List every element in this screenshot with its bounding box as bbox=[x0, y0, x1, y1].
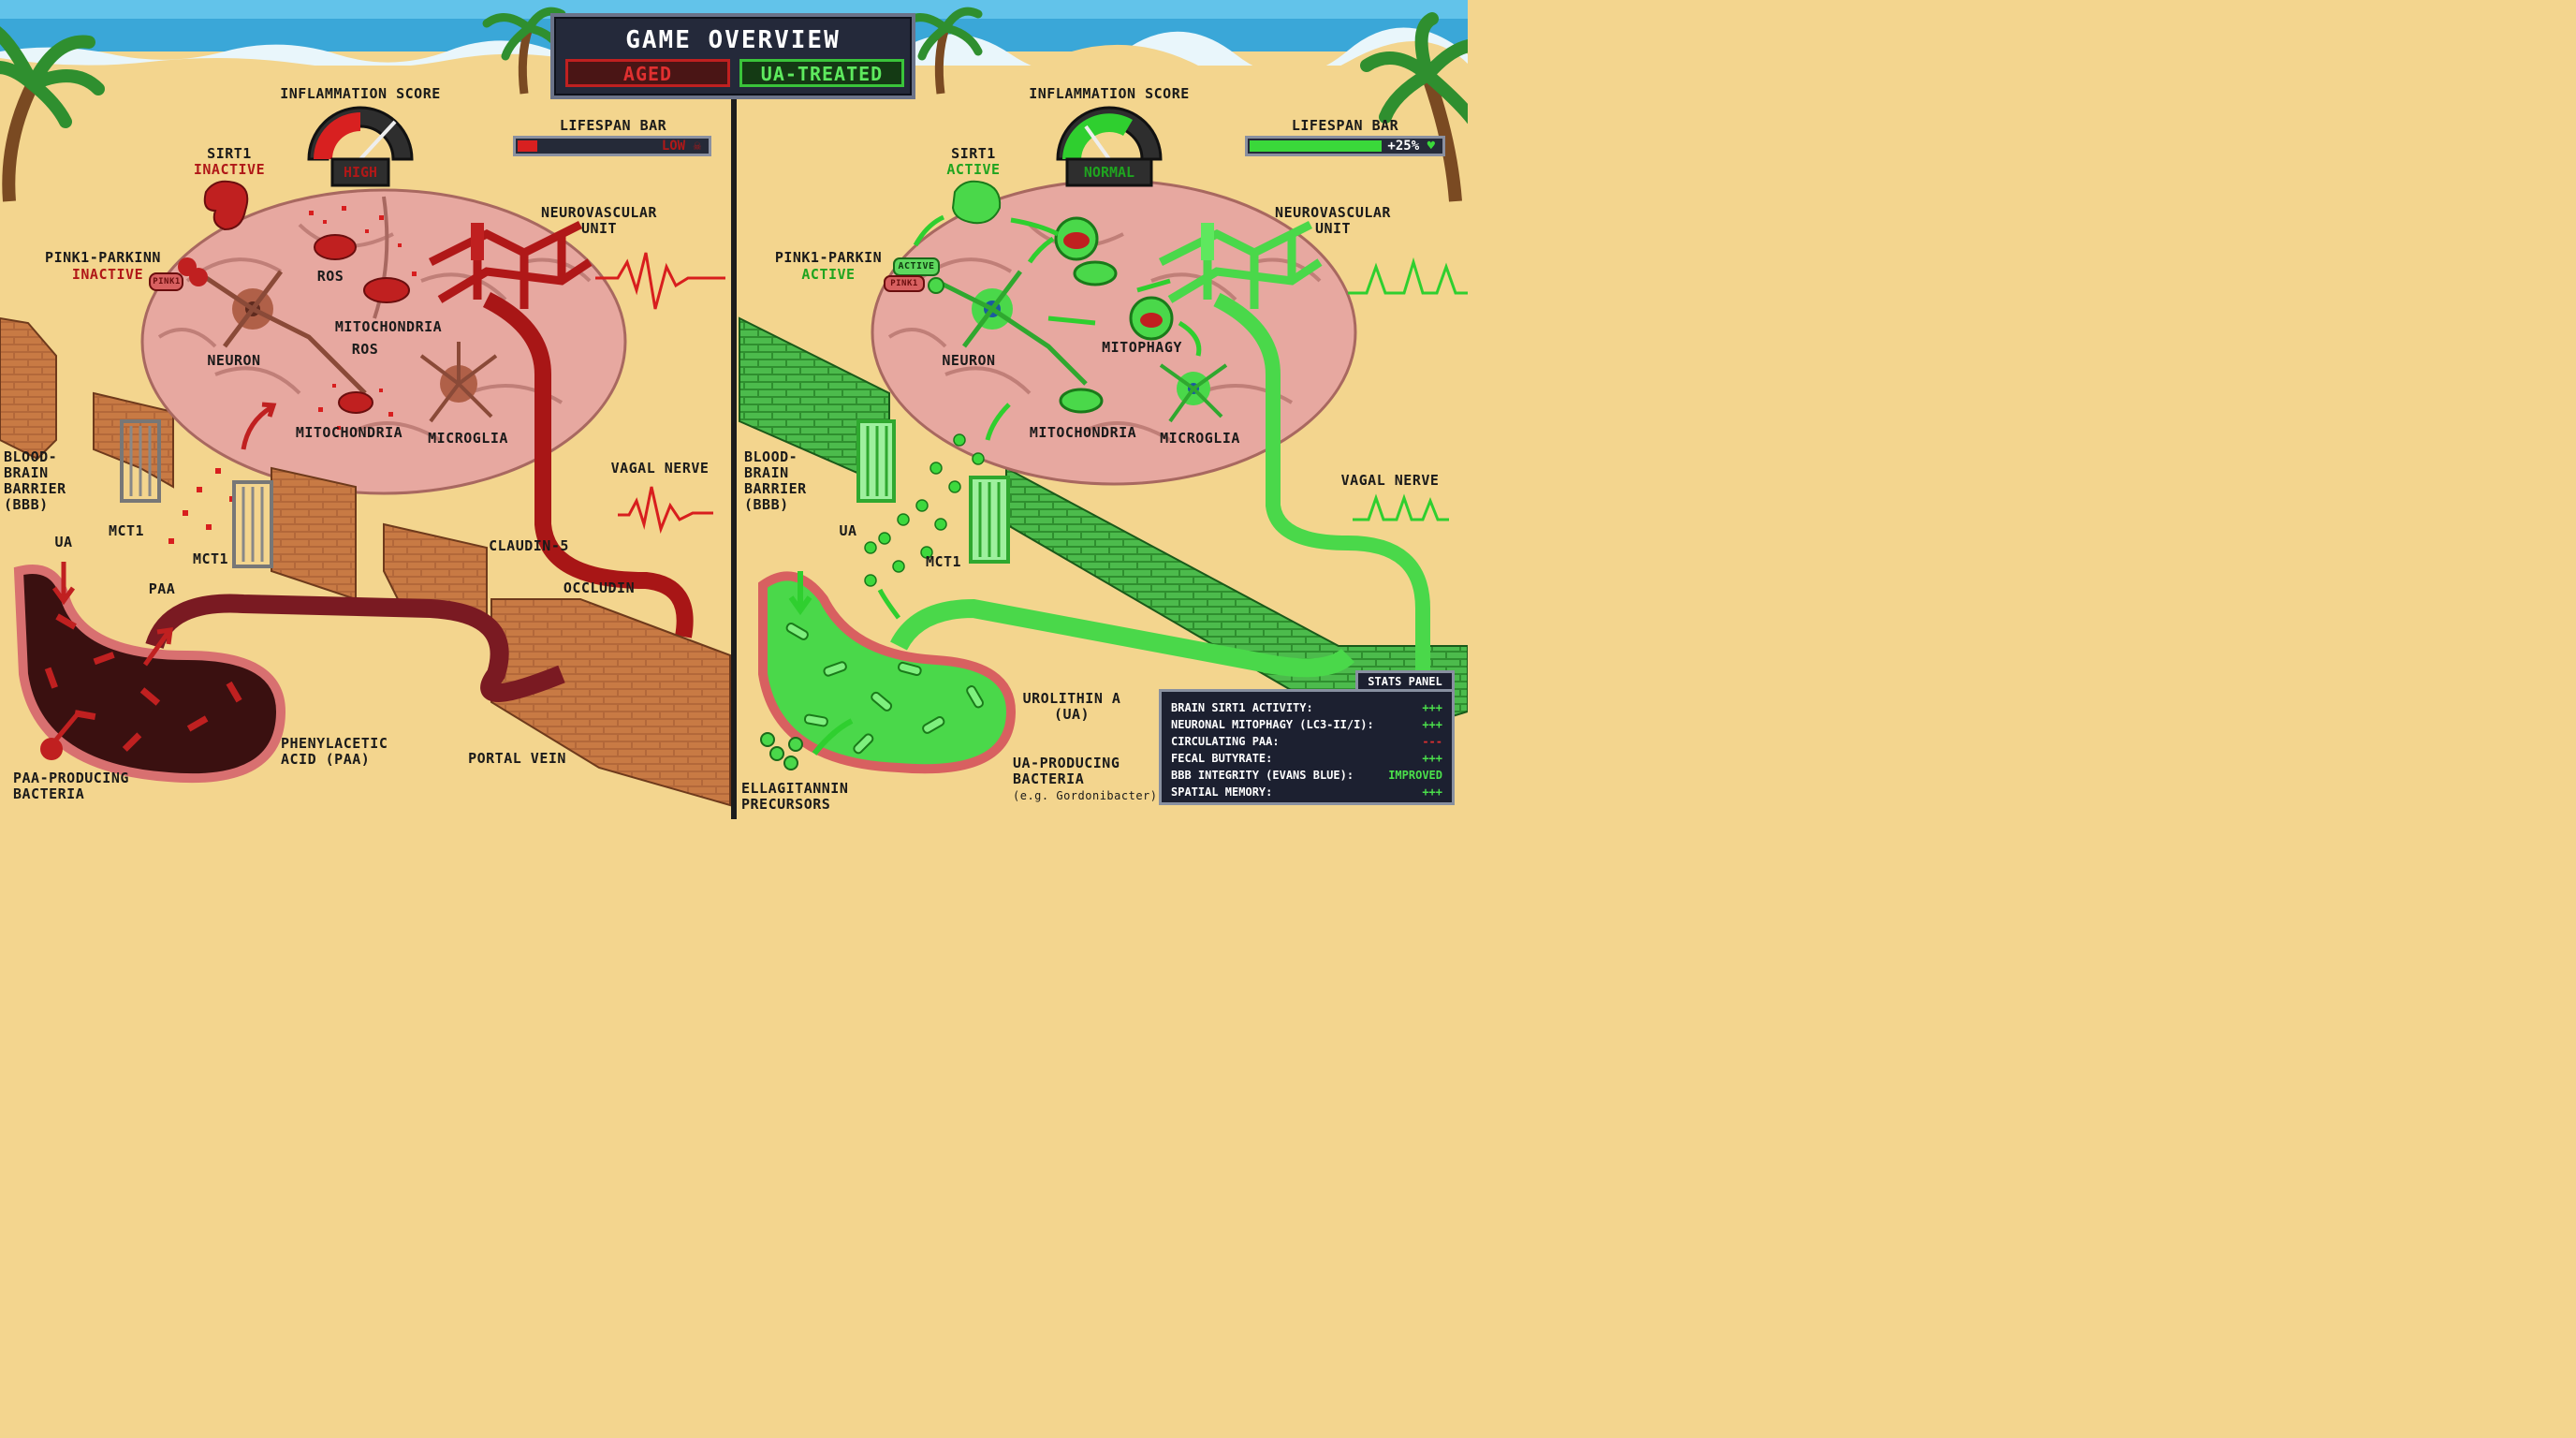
mitochondria-label-aged-1: MITOCHONDRIA bbox=[334, 318, 443, 335]
ua-bacteria-label: UA-PRODUCING BACTERIA bbox=[1013, 755, 1120, 787]
stats-row-value: --- bbox=[1422, 735, 1442, 748]
stats-row: FECAL BUTYRATE: +++ bbox=[1171, 750, 1442, 767]
stats-panel: BRAIN SIRT1 ACTIVITY:+++NEURONAL MITOPHA… bbox=[1159, 689, 1455, 805]
sirt1-label-treated: SIRT1 bbox=[951, 145, 996, 162]
lifespan-bar-aged: LOW ☠ bbox=[513, 136, 711, 156]
scene-background bbox=[0, 0, 1468, 819]
nvu-label-treated: NEUROVASCULAR UNIT bbox=[1275, 204, 1391, 237]
stats-row-label: BRAIN SIRT1 ACTIVITY: bbox=[1171, 701, 1313, 714]
mct1-label-aged-2: MCT1 bbox=[192, 550, 229, 567]
pink1-tag-treated: PINK1 bbox=[890, 279, 918, 288]
neuron-label-aged: NEURON bbox=[207, 352, 261, 369]
lifespan-fill-treated bbox=[1250, 140, 1383, 152]
inflammation-gauge-treated bbox=[1056, 106, 1163, 187]
ellagitannin-icon bbox=[760, 732, 803, 770]
inflammation-gauge-aged bbox=[307, 106, 414, 187]
stats-row-label: FECAL BUTYRATE: bbox=[1171, 752, 1273, 765]
ros-label-1: ROS bbox=[316, 268, 344, 285]
inflammation-score-label-aged: INFLAMMATION SCORE bbox=[280, 85, 441, 102]
stats-row-label: BBB INTEGRITY (EVANS BLUE): bbox=[1171, 769, 1354, 782]
neuron-aged-icon bbox=[195, 269, 367, 395]
stats-row-value: +++ bbox=[1422, 752, 1442, 765]
stats-row: NEURONAL MITOPHAGY (LC3-II/I): +++ bbox=[1171, 716, 1442, 733]
active-tag-treated: ACTIVE bbox=[898, 261, 935, 271]
pink1-tag-aged: PINK1 bbox=[153, 277, 181, 286]
phenylacetic-acid-label: PHENYLACETIC ACID (PAA) bbox=[281, 735, 388, 768]
mct1-gate-treated-icon bbox=[856, 419, 1010, 564]
vagal-nerve-label-aged: VAGAL NERVE bbox=[610, 460, 710, 477]
inflammation-value-treated: NORMAL bbox=[1083, 164, 1135, 181]
pink1-label-treated: PINK1-PARKIN bbox=[774, 249, 883, 266]
paa-label: PAA bbox=[148, 580, 176, 597]
mct1-gate-aged-icon bbox=[120, 419, 273, 568]
ros-label-2: ROS bbox=[351, 341, 379, 358]
neuron-label-treated: NEURON bbox=[942, 352, 996, 369]
mct1-label-aged-1: MCT1 bbox=[108, 522, 145, 539]
game-overview-title: GAME OVERVIEW bbox=[625, 26, 841, 54]
lifespan-label-aged: LIFESPAN BAR bbox=[559, 117, 667, 134]
vagal-nerve-label-treated: VAGAL NERVE bbox=[1340, 472, 1440, 489]
lifespan-fill-aged bbox=[518, 140, 537, 152]
microglia-treated-icon bbox=[1159, 363, 1228, 423]
tab-aged[interactable]: AGED bbox=[565, 59, 730, 87]
ellagitannin-label: ELLAGITANNIN PRECURSORS bbox=[741, 780, 849, 813]
urolithin-label: UROLITHIN A (UA) bbox=[1022, 690, 1121, 723]
pink1-label-aged: PINK1-PARKINN bbox=[45, 249, 161, 266]
mitochondria-label-aged-2: MITOCHONDRIA bbox=[295, 424, 403, 441]
bbb-label-aged: BLOOD- BRAIN BARRIER (BBB) bbox=[4, 448, 66, 513]
stats-row-value: +++ bbox=[1422, 785, 1442, 799]
stats-row: BBB INTEGRITY (EVANS BLUE): IMPROVED bbox=[1171, 767, 1442, 784]
game-overview-panel: GAME OVERVIEW AGED UA-TREATED bbox=[550, 13, 915, 99]
stats-row-value: +++ bbox=[1422, 701, 1442, 714]
inflammation-value-aged: HIGH bbox=[343, 164, 378, 181]
mct1-label-treated: MCT1 bbox=[925, 553, 962, 570]
sirt1-state-treated: ACTIVE bbox=[946, 161, 1001, 178]
ua-label-aged: UA bbox=[54, 534, 73, 550]
microglia-label-aged: MICROGLIA bbox=[428, 430, 508, 447]
occludin-label: OCCLUDIN bbox=[563, 580, 636, 596]
palm-tree-icon bbox=[0, 26, 105, 202]
paa-bacteria-label: PAA-PRODUCING BACTERIA bbox=[13, 770, 129, 802]
stats-row: BRAIN SIRT1 ACTIVITY: +++ bbox=[1171, 699, 1442, 716]
stats-row-value: IMPROVED bbox=[1388, 769, 1442, 782]
sirt1-state-aged: INACTIVE bbox=[193, 161, 266, 178]
claudin-label: CLAUDIN-5 bbox=[489, 537, 569, 554]
skull-icon: ☠ bbox=[693, 139, 701, 154]
nvu-label-aged: NEUROVASCULAR UNIT bbox=[541, 204, 657, 237]
lifespan-label-treated: LIFESPAN BAR bbox=[1291, 117, 1399, 134]
heart-icon: ♥ bbox=[1427, 139, 1435, 154]
mitophagy-label: MITOPHAGY bbox=[1102, 339, 1182, 356]
lifespan-value-treated: +25% ♥ bbox=[1387, 139, 1435, 154]
neuron-treated-icon bbox=[934, 270, 1088, 386]
ua-label-treated: UA bbox=[839, 522, 857, 539]
stats-row: SPATIAL MEMORY: +++ bbox=[1171, 784, 1442, 800]
sirt1-label-aged: SIRT1 bbox=[207, 145, 252, 162]
lifespan-bar-treated: +25% ♥ bbox=[1245, 136, 1445, 156]
stats-row-label: SPATIAL MEMORY: bbox=[1171, 785, 1273, 799]
stats-row: CIRCULATING PAA: --- bbox=[1171, 733, 1442, 750]
mitochondria-label-treated: MITOCHONDRIA bbox=[1029, 424, 1137, 441]
stats-panel-title: STATS PANEL bbox=[1355, 670, 1455, 691]
stats-row-label: CIRCULATING PAA: bbox=[1171, 735, 1280, 748]
tab-ua-treated[interactable]: UA-TREATED bbox=[739, 59, 904, 87]
bbb-label-treated: BLOOD- BRAIN BARRIER (BBB) bbox=[744, 448, 807, 513]
pink1-state-treated: ACTIVE bbox=[801, 266, 856, 283]
portal-vein-label: PORTAL VEIN bbox=[468, 750, 566, 767]
lifespan-value-aged: LOW ☠ bbox=[661, 139, 701, 154]
pink1-state-aged: INACTIVE bbox=[71, 266, 144, 283]
inflammation-score-label-treated: INFLAMMATION SCORE bbox=[1029, 85, 1190, 102]
microglia-label-treated: MICROGLIA bbox=[1160, 430, 1240, 447]
ua-bacteria-example: (e.g. Gordonibacter) bbox=[1013, 789, 1158, 802]
stats-row-label: NEURONAL MITOPHAGY (LC3-II/I): bbox=[1171, 718, 1374, 731]
microglia-aged-icon bbox=[419, 342, 498, 423]
stats-row-value: +++ bbox=[1422, 718, 1442, 731]
